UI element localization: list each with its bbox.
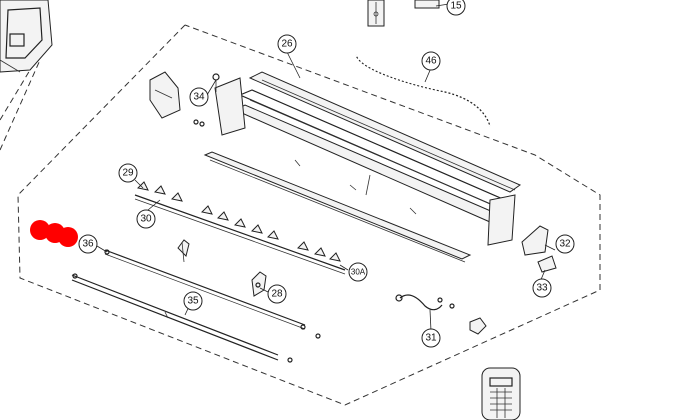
remote-control-part — [481, 367, 521, 420]
callout-30a: 30A — [348, 262, 368, 282]
chassis-rail-part — [203, 71, 522, 263]
top-bracket — [367, 0, 450, 27]
end-cap-parts — [521, 225, 557, 273]
callout-29: 29 — [118, 163, 138, 183]
side-bracket-part — [149, 71, 220, 127]
callout-28-label: 28 — [271, 289, 283, 300]
callout-35-label: 35 — [187, 296, 199, 307]
callout-36: 36 — [78, 234, 98, 254]
louver-blades — [136, 181, 341, 262]
highlight-markers — [30, 220, 78, 247]
callout-33-label: 33 — [536, 283, 548, 294]
lower-rod-part — [71, 273, 293, 363]
sensor-cable-part — [395, 294, 487, 335]
callout-35: 35 — [183, 291, 203, 311]
assembly-boundary — [0, 24, 601, 406]
callout-36-label: 36 — [82, 239, 94, 250]
cabinet-fragment — [0, 0, 53, 73]
callout-26-label: 26 — [281, 39, 293, 50]
callout-33: 33 — [532, 278, 552, 298]
callout-26: 26 — [277, 34, 297, 54]
drain-hose-part — [355, 54, 491, 127]
callout-15-label: 15 — [450, 1, 462, 12]
callout-46: 46 — [421, 51, 441, 71]
callout-34-label: 34 — [193, 92, 205, 103]
callout-31-label: 31 — [425, 333, 437, 344]
callout-30-label: 30 — [140, 214, 152, 225]
connecting-rod-part — [104, 249, 321, 339]
callout-15: 15 — [446, 0, 466, 16]
marker-dot — [30, 220, 50, 240]
callout-32: 32 — [555, 234, 575, 254]
callout-31: 31 — [421, 328, 441, 348]
rod-clip-part — [177, 239, 190, 263]
callout-30: 30 — [136, 209, 156, 229]
callout-46-label: 46 — [425, 56, 437, 67]
motor-bracket-part — [251, 271, 267, 297]
marker-dot — [58, 227, 78, 247]
callout-32-label: 32 — [559, 239, 571, 250]
callout-28: 28 — [267, 284, 287, 304]
louver-assembly-part — [134, 181, 346, 275]
callout-29-label: 29 — [122, 168, 134, 179]
callout-30a-label: 30A — [351, 268, 366, 277]
callout-34: 34 — [189, 87, 209, 107]
